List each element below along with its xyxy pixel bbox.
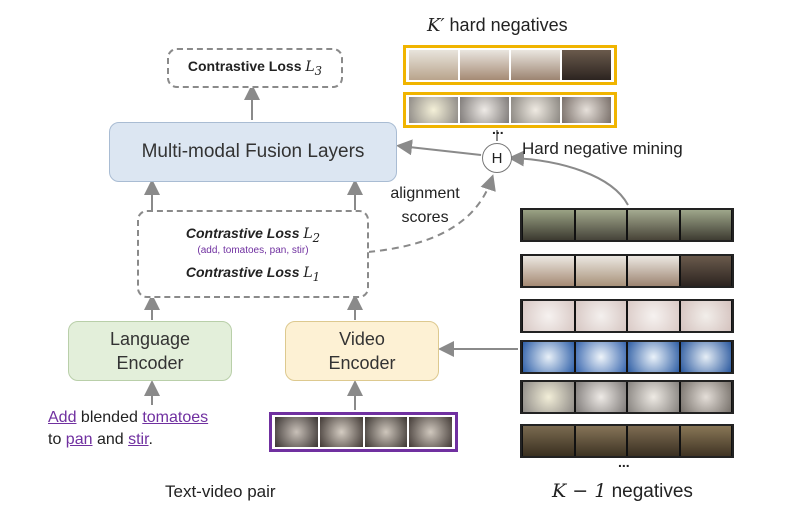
word-pan: pan bbox=[65, 431, 93, 448]
negative-strip-6 bbox=[520, 424, 734, 458]
word-tomatoes: tomatoes bbox=[142, 409, 209, 426]
fusion-label: Multi-modal Fusion Layers bbox=[141, 141, 365, 162]
language-encoder-line2: Encoder bbox=[116, 353, 184, 373]
fusion-layers-box: Multi-modal Fusion Layers bbox=[109, 122, 397, 182]
input-sentence-line2: to pan and stir. bbox=[48, 431, 153, 448]
positive-video-strip bbox=[269, 412, 458, 452]
video-encoder-box: Video Encoder bbox=[285, 321, 439, 381]
contrastive-loss-l1-l2-box: Contrastive Loss L2 (add, tomatoes, pan,… bbox=[137, 210, 369, 298]
video-encoder-line2: Encoder bbox=[328, 353, 396, 373]
negatives-ellipsis: ... bbox=[618, 454, 630, 470]
hard-negatives-title: K′ hard negatives bbox=[427, 15, 568, 36]
curve-alignment-to-h bbox=[367, 174, 496, 253]
hard-negative-strip-2 bbox=[403, 92, 617, 128]
negative-strip-5 bbox=[520, 380, 734, 414]
input-sentence: Add blended tomatoes to pan and stir. bbox=[48, 407, 258, 451]
negative-strip-4 bbox=[520, 340, 734, 374]
alignment-scores-label: alignment scores bbox=[390, 185, 460, 226]
language-encoder-box: Language Encoder bbox=[68, 321, 232, 381]
hard-negatives-ellipsis: ... bbox=[492, 121, 504, 137]
hard-negative-mining-node: H bbox=[482, 143, 512, 173]
loss-l3-label: Contrastive Loss L3 bbox=[187, 58, 323, 78]
negatives-title: K − 1 negatives bbox=[552, 480, 693, 502]
negative-strip-3 bbox=[520, 299, 734, 333]
word-stir: stir bbox=[128, 431, 149, 448]
loss-l1-label: Contrastive Loss L1 bbox=[185, 263, 321, 284]
input-sentence-line1: Add blended tomatoes bbox=[48, 409, 209, 426]
text-video-pair-caption: Text-video pair bbox=[165, 482, 276, 501]
negative-strip-1 bbox=[520, 208, 734, 242]
language-encoder-line1: Language bbox=[109, 329, 191, 349]
negative-strip-2 bbox=[520, 254, 734, 288]
video-encoder-line1: Video bbox=[339, 329, 385, 349]
contrastive-loss-l3-box: Contrastive Loss L3 bbox=[167, 48, 343, 88]
hard-negative-strip-1 bbox=[403, 45, 617, 85]
loss-l2-label: Contrastive Loss L2 bbox=[185, 224, 321, 245]
loss-l2-tokens: (add, tomatoes, pan, stir) bbox=[197, 244, 309, 256]
arrow-h-to-fusion bbox=[396, 139, 482, 156]
hard-negative-mining-label: Hard negative mining bbox=[522, 139, 683, 158]
word-add: Add bbox=[48, 409, 77, 426]
curve-negatives-to-h bbox=[508, 150, 629, 206]
